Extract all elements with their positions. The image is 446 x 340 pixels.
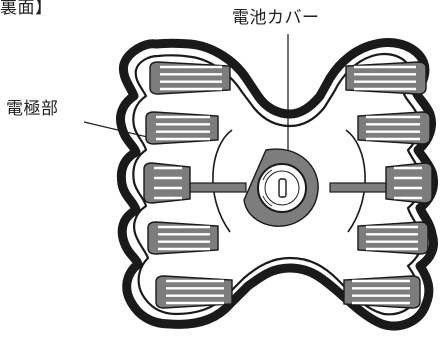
battery-cover-label: 電池カバー xyxy=(232,8,320,28)
battery-cover[interactable] xyxy=(243,148,319,227)
connector-bar xyxy=(329,182,387,193)
electrode-label: 電極部 xyxy=(6,99,59,119)
pad-body xyxy=(116,38,438,331)
electrode-segment xyxy=(343,275,421,309)
electrode-segment xyxy=(155,275,233,309)
electrode-segment xyxy=(357,221,429,255)
center-arc-frame xyxy=(345,129,366,233)
electrode-segment xyxy=(345,61,427,95)
battery-cover-slot xyxy=(278,178,287,198)
electrode-segment xyxy=(357,111,431,145)
electrode-segment xyxy=(385,162,433,204)
lock-arrow-icon xyxy=(262,169,273,181)
electrode-segment xyxy=(147,221,219,255)
right-electrode-group xyxy=(343,61,433,309)
electrode-segment xyxy=(145,111,219,145)
electrode-segment xyxy=(149,61,231,95)
electrode-segment xyxy=(143,162,191,204)
pad-outer-outline xyxy=(116,38,438,331)
battery-cover-ring xyxy=(264,170,300,206)
page-title: 裏面】 xyxy=(0,0,53,18)
unlock-arrow-icon xyxy=(262,195,273,207)
left-electrode-group xyxy=(143,61,233,309)
connector-bar xyxy=(189,182,247,193)
center-arc-frame xyxy=(212,129,233,233)
